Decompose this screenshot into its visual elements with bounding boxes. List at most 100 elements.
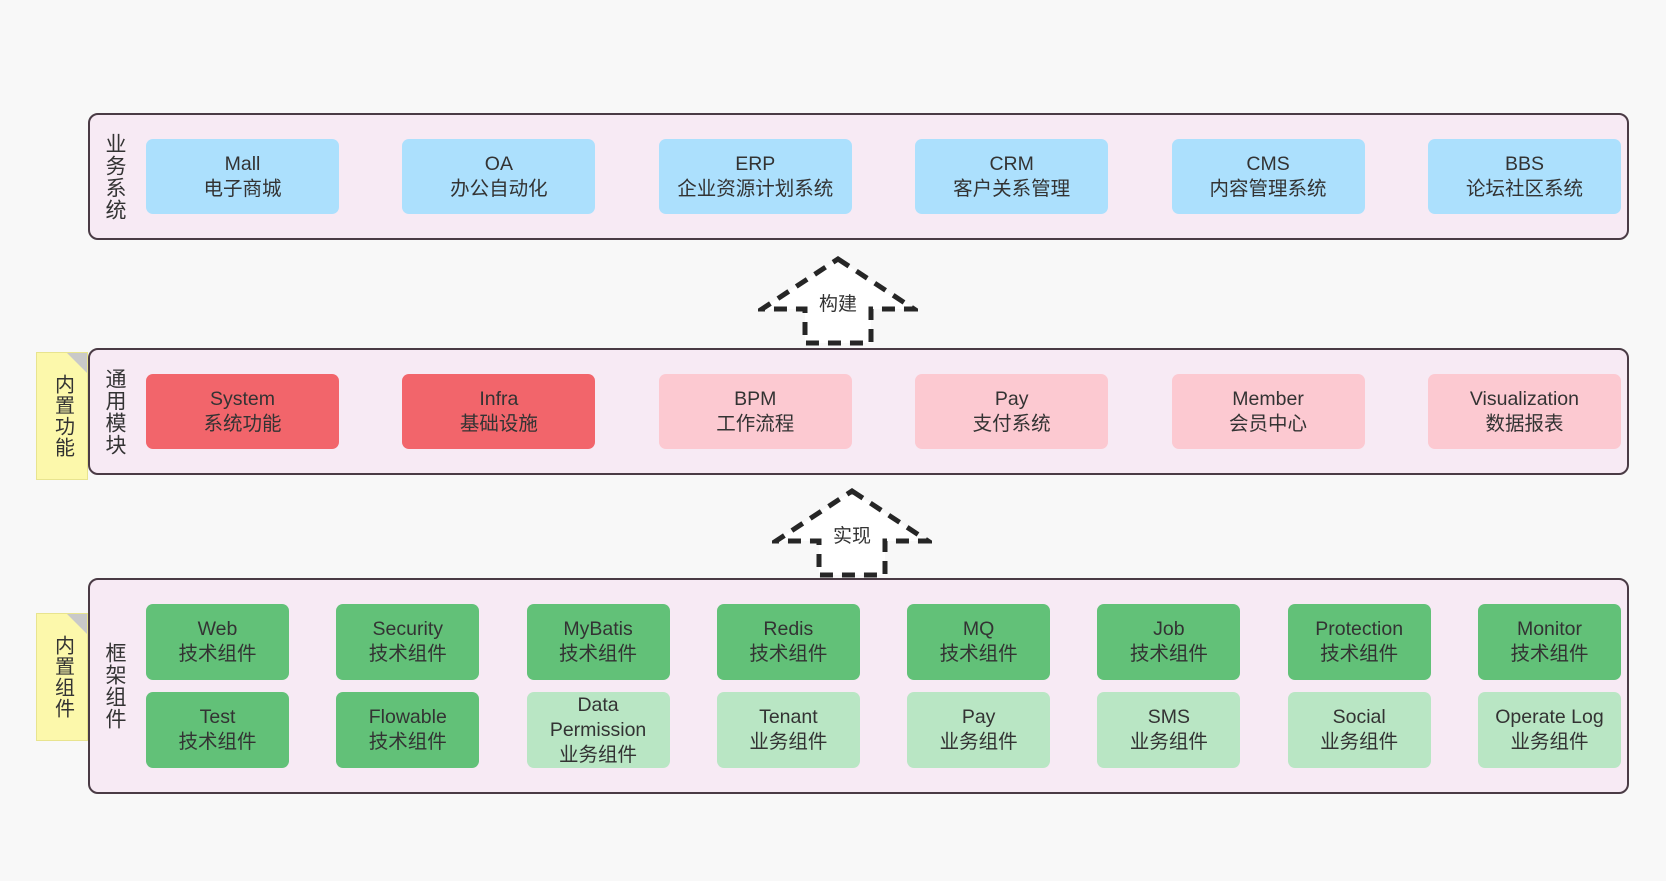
card-tenant[interactable]: Tenant 业务组件 (716, 692, 860, 768)
arrow-implement-shape (772, 488, 932, 578)
card-subtitle: 业务组件 (749, 731, 828, 753)
card-title: Web (197, 618, 238, 640)
card-subtitle: 系统功能 (203, 412, 282, 435)
card-title: Mall (224, 152, 261, 175)
card-title: Monitor (1516, 618, 1582, 640)
card-title: OA (484, 152, 513, 175)
framework-components-row-2: Test 技术组件 Flowable 技术组件 Data Permission … (138, 692, 1621, 768)
card-data-permission[interactable]: Data Permission 业务组件 (526, 692, 670, 768)
card-subtitle: 企业资源计划系统 (677, 177, 834, 200)
card-pay-module[interactable]: Pay 支付系统 (915, 374, 1109, 449)
card-job[interactable]: Job 技术组件 (1097, 604, 1241, 680)
card-sms[interactable]: SMS 业务组件 (1097, 692, 1241, 768)
card-subtitle: 工作流程 (716, 412, 795, 435)
layer-common-modules: 通用模块 System 系统功能 Infra 基础设施 BPM 工作流程 Pay (88, 348, 1629, 475)
card-subtitle: 办公自动化 (450, 177, 548, 200)
card-title: Job (1153, 618, 1185, 640)
framework-components-cards: Web 技术组件 Security 技术组件 MyBatis 技术组件 Redi… (138, 580, 1627, 792)
card-subtitle: 技术组件 (178, 731, 257, 753)
layer-business-systems: 业务系统 Mall 电子商城 OA 办公自动化 ERP 企业资源计划系统 CRM (88, 113, 1629, 240)
card-subtitle: 客户关系管理 (953, 177, 1071, 200)
card-title: Infra (479, 387, 519, 410)
framework-components-row-1: Web 技术组件 Security 技术组件 MyBatis 技术组件 Redi… (138, 604, 1621, 680)
card-subtitle: 技术组件 (939, 643, 1018, 665)
card-title: MyBatis (563, 618, 633, 640)
common-modules-cards: System 系统功能 Infra 基础设施 BPM 工作流程 Pay 支付系统… (138, 350, 1627, 473)
note-builtin-component: 内置组件 (36, 613, 88, 741)
card-flowable[interactable]: Flowable 技术组件 (336, 692, 480, 768)
card-subtitle: 业务组件 (559, 743, 638, 766)
arrow-build: 构建 (758, 255, 918, 347)
card-social[interactable]: Social 业务组件 (1287, 692, 1431, 768)
card-crm[interactable]: CRM 客户关系管理 (915, 139, 1109, 214)
card-title: Tenant (759, 706, 818, 728)
card-erp[interactable]: ERP 企业资源计划系统 (658, 139, 852, 214)
card-operate-log[interactable]: Operate Log 业务组件 (1477, 692, 1621, 768)
arrow-build-shape (758, 256, 918, 346)
card-subtitle: 技术组件 (178, 643, 257, 665)
card-bbs[interactable]: BBS 论坛社区系统 (1427, 139, 1621, 214)
card-title: SMS (1147, 706, 1191, 728)
card-subtitle: 技术组件 (1510, 643, 1589, 665)
card-redis[interactable]: Redis 技术组件 (716, 604, 860, 680)
layer-framework-components: 框架组件 Web 技术组件 Security 技术组件 MyBatis 技术组件… (88, 578, 1629, 794)
card-title: MQ (962, 618, 995, 640)
card-cms[interactable]: CMS 内容管理系统 (1171, 139, 1365, 214)
card-subtitle: 技术组件 (368, 731, 447, 753)
card-security[interactable]: Security 技术组件 (336, 604, 480, 680)
card-oa[interactable]: OA 办公自动化 (402, 139, 596, 214)
common-modules-row: System 系统功能 Infra 基础设施 BPM 工作流程 Pay 支付系统… (138, 374, 1621, 449)
card-title: Protection (1315, 618, 1404, 640)
card-subtitle: 技术组件 (1129, 643, 1208, 665)
card-subtitle: 业务组件 (1129, 731, 1208, 753)
arrow-build-label: 构建 (818, 294, 857, 315)
card-title: Pay (994, 387, 1029, 410)
card-subtitle: 技术组件 (368, 643, 447, 665)
card-visualization[interactable]: Visualization 数据报表 (1427, 374, 1621, 449)
card-test[interactable]: Test 技术组件 (146, 692, 289, 768)
card-title: Data Permission (549, 693, 647, 741)
note-builtin-function-label: 内置功能 (51, 374, 74, 458)
card-subtitle: 业务组件 (1510, 731, 1589, 753)
card-bpm[interactable]: BPM 工作流程 (658, 374, 852, 449)
card-title: BPM (734, 387, 777, 410)
note-builtin-component-label: 内置组件 (51, 635, 74, 719)
business-systems-row: Mall 电子商城 OA 办公自动化 ERP 企业资源计划系统 CRM 客户关系… (138, 139, 1621, 214)
card-monitor[interactable]: Monitor 技术组件 (1477, 604, 1621, 680)
card-title: System (209, 387, 275, 410)
card-subtitle: 电子商城 (203, 177, 282, 200)
card-title: BBS (1504, 152, 1544, 175)
card-mybatis[interactable]: MyBatis 技术组件 (526, 604, 670, 680)
card-title: Visualization (1469, 387, 1580, 410)
layer-label-common-modules: 通用模块 (103, 367, 126, 456)
card-title: Operate Log (1495, 706, 1604, 728)
card-title: Test (199, 706, 236, 728)
card-web[interactable]: Web 技术组件 (146, 604, 289, 680)
card-title: CMS (1246, 152, 1290, 175)
card-title: CRM (989, 152, 1034, 175)
card-title: Flowable (368, 706, 447, 728)
card-mall[interactable]: Mall 电子商城 (146, 139, 339, 214)
card-system[interactable]: System 系统功能 (146, 374, 339, 449)
card-subtitle: 会员中心 (1229, 412, 1308, 435)
card-title: Security (372, 618, 443, 640)
card-subtitle: 内容管理系统 (1209, 177, 1327, 200)
card-title: ERP (735, 152, 776, 175)
arrow-implement-label: 实现 (832, 526, 871, 547)
card-member[interactable]: Member 会员中心 (1171, 374, 1365, 449)
card-protection[interactable]: Protection 技术组件 (1287, 604, 1431, 680)
card-mq[interactable]: MQ 技术组件 (907, 604, 1051, 680)
card-pay-component[interactable]: Pay 业务组件 (907, 692, 1051, 768)
card-subtitle: 支付系统 (972, 412, 1051, 435)
layer-label-framework-components: 框架组件 (103, 642, 126, 730)
business-systems-cards: Mall 电子商城 OA 办公自动化 ERP 企业资源计划系统 CRM 客户关系… (138, 115, 1627, 238)
card-subtitle: 业务组件 (1320, 731, 1399, 753)
card-subtitle: 技术组件 (1320, 643, 1399, 665)
card-title: Redis (763, 618, 814, 640)
arrow-implement: 实现 (772, 487, 932, 579)
card-subtitle: 数据报表 (1485, 412, 1564, 435)
card-subtitle: 技术组件 (559, 643, 638, 665)
card-title: Pay (961, 706, 996, 728)
card-infra[interactable]: Infra 基础设施 (402, 374, 596, 449)
